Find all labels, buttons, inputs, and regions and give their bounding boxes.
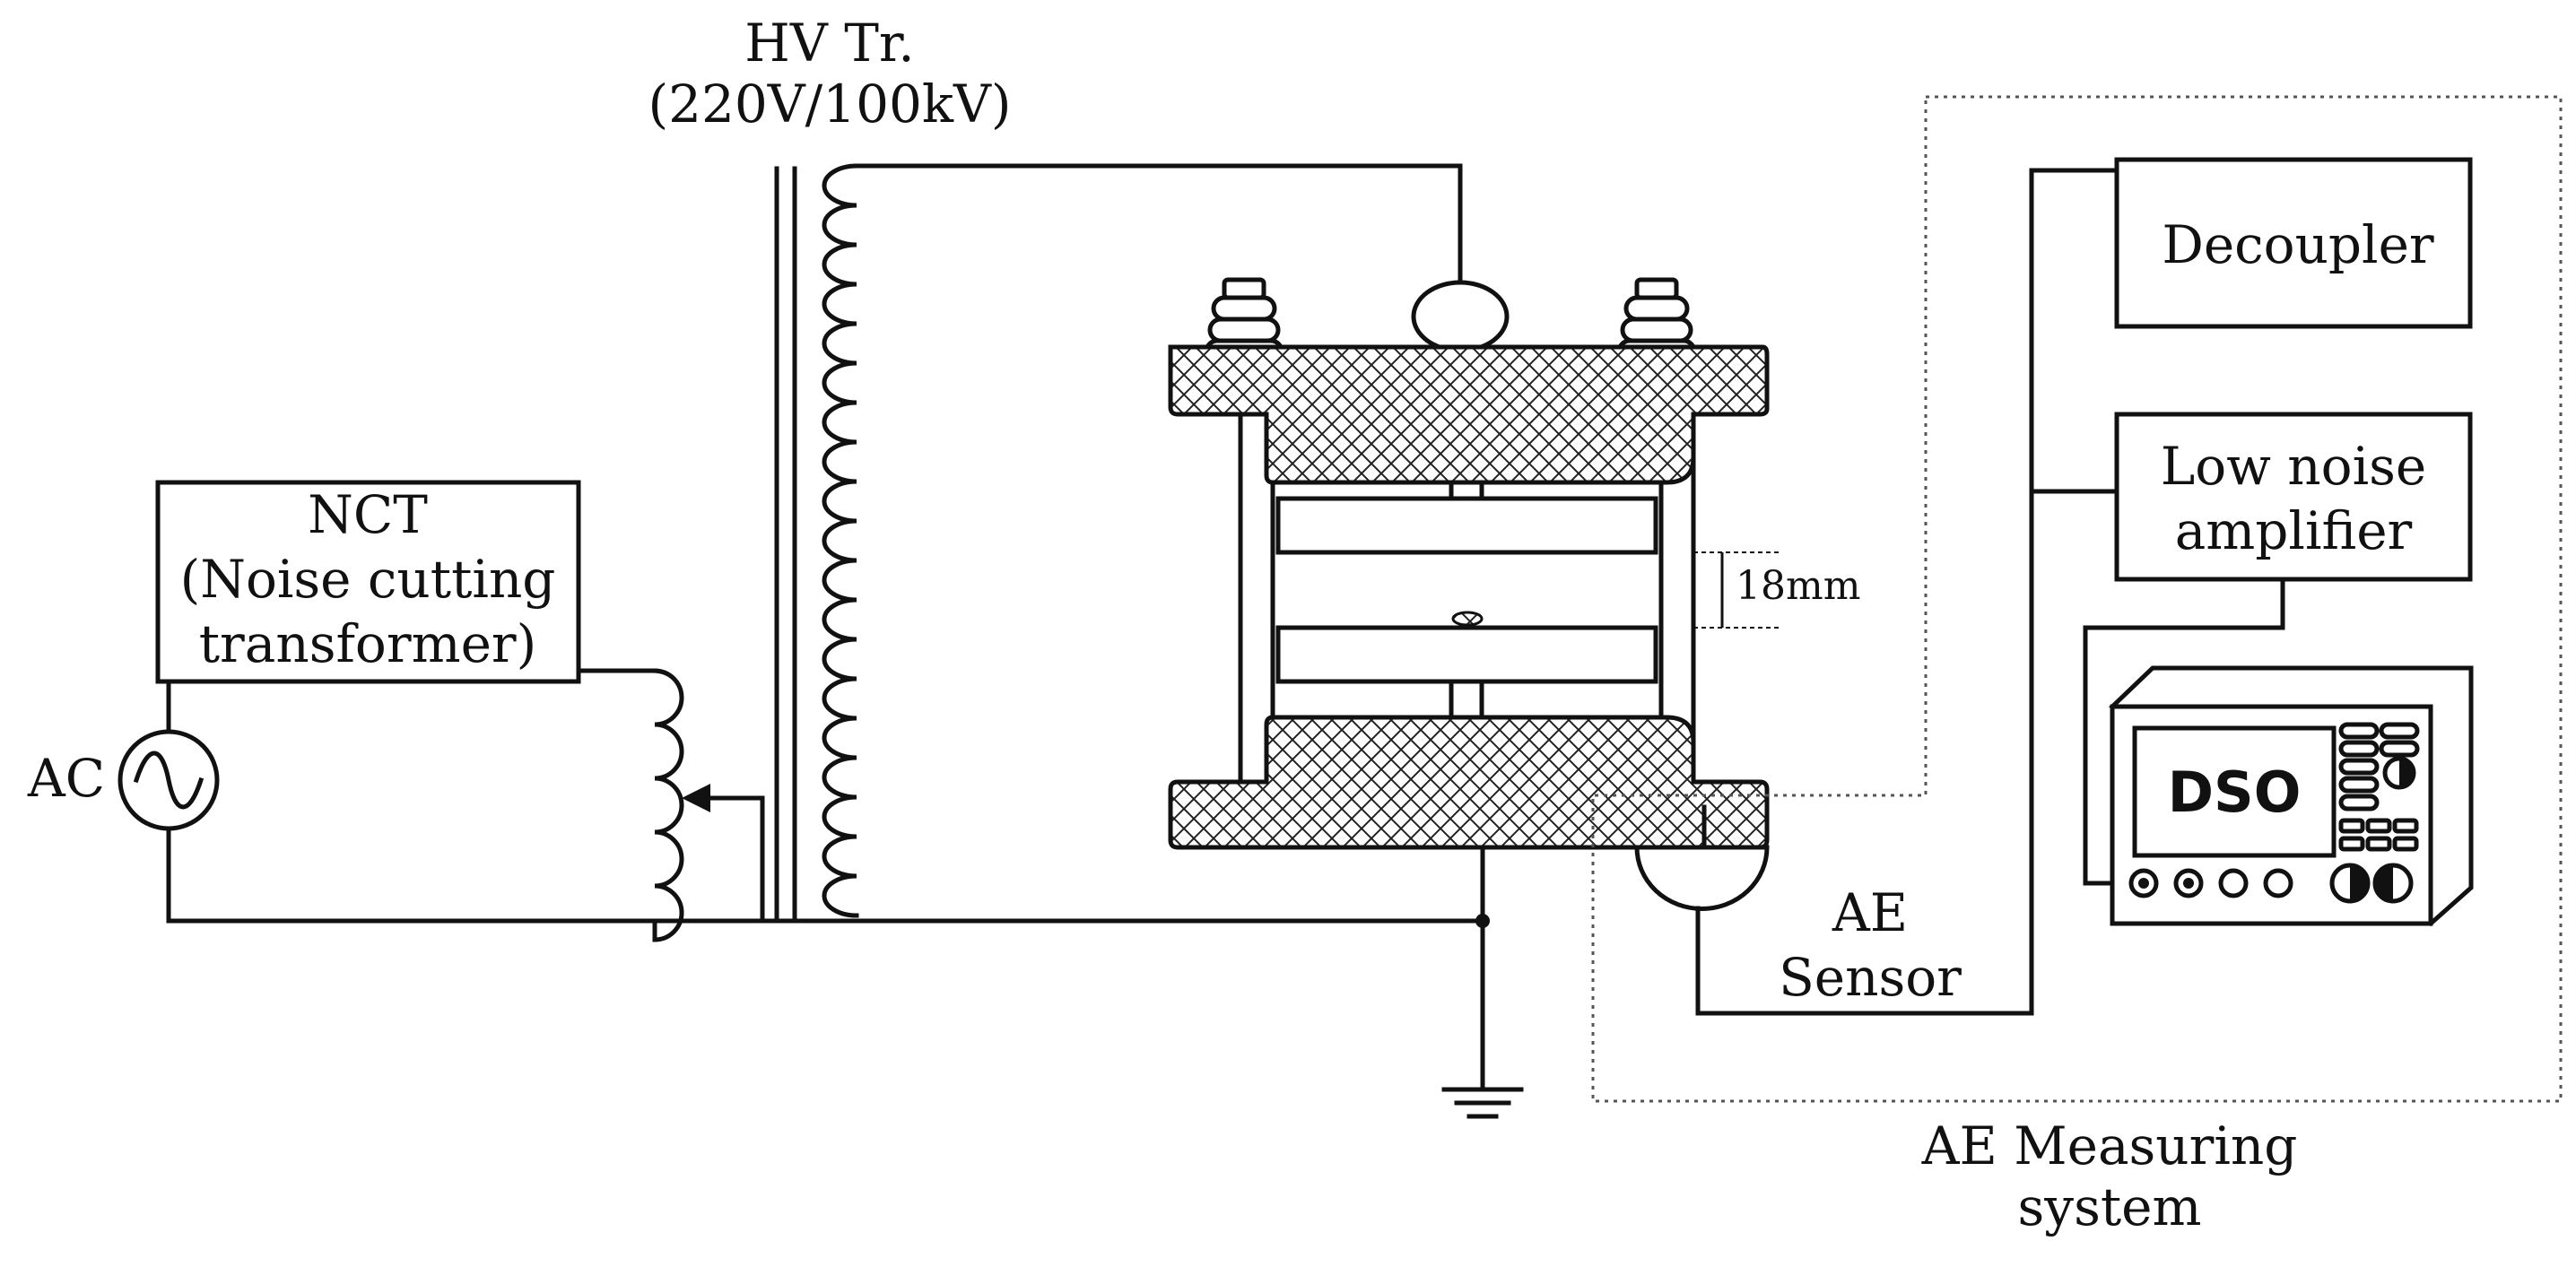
upper-stem bbox=[1449, 480, 1484, 501]
amplifier-label-line1: Low noise bbox=[2161, 436, 2426, 497]
ae-sensor: AE Sensor bbox=[1634, 168, 2119, 1016]
test-cell: 18mm bbox=[1168, 277, 1860, 850]
hv-transformer: HV Tr. (220V/100kV) bbox=[648, 13, 1012, 924]
ac-source: AC bbox=[27, 679, 220, 924]
variac-wiper-wire bbox=[706, 795, 765, 924]
hv-lead-wire bbox=[854, 163, 1463, 288]
amplifier-block: Low noise amplifier bbox=[2029, 412, 2473, 886]
ground-symbol-icon bbox=[1441, 1087, 1524, 1119]
upper-electrode bbox=[1275, 496, 1658, 555]
amplifier-output-wire bbox=[2083, 577, 2285, 886]
nct-block: NCT (Noise cutting transformer) bbox=[155, 480, 581, 684]
secondary-coil bbox=[822, 163, 859, 918]
ae-sensor-label-line1: AE bbox=[1832, 882, 1908, 943]
dso-knobs bbox=[2128, 863, 2414, 904]
variac-wiper-arrow-icon bbox=[682, 784, 710, 812]
dso-oscilloscope-icon: DSO bbox=[2109, 665, 2474, 927]
nct-box bbox=[155, 480, 581, 684]
ground bbox=[1441, 845, 1524, 1119]
ac-label: AC bbox=[27, 748, 105, 809]
amplifier-box bbox=[2114, 412, 2473, 582]
ae-sensor-label-line2: Sensor bbox=[1779, 947, 1962, 1008]
amplifier-label-line2: amplifier bbox=[2175, 500, 2413, 561]
hv-transformer-rating: (220V/100kV) bbox=[648, 74, 1011, 135]
decoupler-block: Decoupler bbox=[2114, 157, 2473, 329]
variac-coil bbox=[652, 668, 684, 942]
gap-dimension-label: 18mm bbox=[1736, 563, 1860, 609]
hv-terminal bbox=[1411, 280, 1510, 353]
nct-description-line2: transformer) bbox=[199, 613, 537, 674]
hv-transformer-title: HV Tr. bbox=[744, 13, 914, 74]
dso-buttons bbox=[2338, 722, 2420, 852]
defect-particle bbox=[1451, 611, 1484, 627]
decoupler-box bbox=[2114, 157, 2473, 329]
sine-wave-icon bbox=[133, 751, 205, 810]
ae-sensor-icon bbox=[1634, 845, 1770, 911]
dso-screen bbox=[2132, 725, 2337, 858]
top-flange bbox=[1168, 344, 1770, 485]
decoupler-label: Decoupler bbox=[2162, 214, 2434, 275]
ae-measuring-system-label-line2: system bbox=[2018, 1176, 2202, 1237]
ground-junction-dot bbox=[1475, 914, 1490, 928]
nct-description-line1: (Noise cutting bbox=[180, 549, 556, 610]
nct-title: NCT bbox=[308, 484, 428, 545]
ae-signal-cable bbox=[1695, 168, 2119, 1016]
ae-measuring-system-label-line1: AE Measuring bbox=[1921, 1115, 2298, 1176]
lower-electrode bbox=[1275, 625, 1658, 684]
lower-stem bbox=[1449, 679, 1484, 720]
dso-label: DSO bbox=[2168, 759, 2302, 825]
